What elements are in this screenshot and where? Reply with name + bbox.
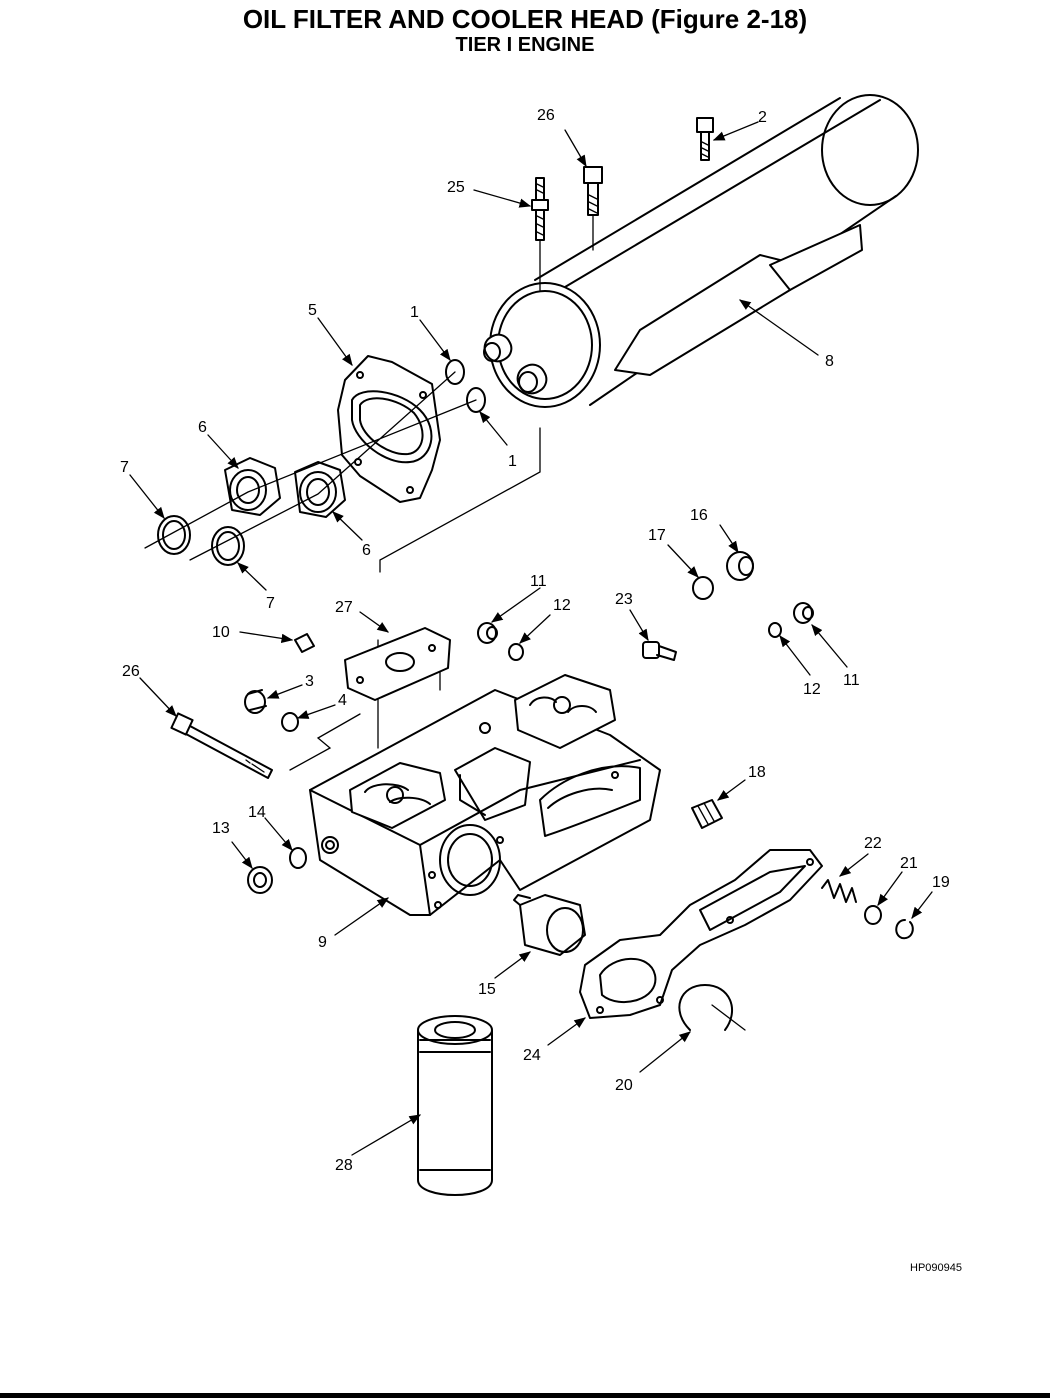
- bolt-2: [696, 117, 714, 161]
- callout-label: 20: [615, 1077, 633, 1094]
- adapter-6-right: [294, 461, 346, 518]
- washer-12-right: [768, 622, 782, 638]
- bolt-26-upper: [583, 166, 603, 251]
- callout-label: 1: [410, 304, 419, 321]
- washer-14: [289, 847, 307, 869]
- snap-ring-20: [678, 984, 734, 1031]
- bolt-23: [642, 641, 677, 661]
- gasket-27: [344, 627, 451, 701]
- bolt-26-lower: [170, 712, 273, 779]
- callout-label: 27: [335, 599, 353, 616]
- page-title: OIL FILTER AND COOLER HEAD (Figure 2-18): [242, 4, 808, 34]
- insert-18: [691, 799, 723, 829]
- plug-11-upper: [477, 622, 498, 644]
- callout-label: 11: [843, 672, 860, 689]
- oil-filter-28: [417, 1015, 493, 1196]
- callout-label: 7: [266, 595, 275, 612]
- washer-4: [281, 712, 299, 732]
- callout-label: 8: [825, 353, 834, 370]
- callout-label: 26: [537, 107, 555, 124]
- plug-11-right: [793, 602, 814, 624]
- callout-label: 5: [308, 302, 317, 319]
- callout-label: 2: [758, 109, 767, 126]
- cooler-head-housing-9: [309, 674, 661, 916]
- callout-label: 12: [553, 597, 571, 614]
- plug-3: [244, 689, 267, 714]
- bottom-rule: [0, 1393, 1050, 1398]
- callout-label: 26: [122, 663, 140, 680]
- plug-13: [247, 866, 273, 894]
- o-ring-1-upper: [445, 359, 465, 385]
- washer-12-upper: [508, 643, 524, 661]
- callout-label: 6: [362, 542, 371, 559]
- page-subtitle: TIER I ENGINE: [455, 34, 595, 56]
- retaining-ring-19: [895, 919, 914, 940]
- callout-label: 28: [335, 1157, 353, 1174]
- plug-16: [726, 551, 754, 581]
- callout-label: 9: [318, 934, 327, 951]
- callout-label: 14: [248, 804, 266, 821]
- plug-10: [294, 633, 315, 653]
- callout-label: 15: [478, 981, 496, 998]
- cooler-gasket-5: [337, 355, 441, 503]
- callout-label: 11: [530, 573, 547, 590]
- callout-label: 17: [648, 527, 666, 544]
- o-ring-1-lower: [466, 387, 486, 413]
- callout-label: 10: [212, 624, 230, 641]
- callout-label: 16: [690, 507, 708, 524]
- valve-15: [513, 894, 586, 956]
- washer-17: [692, 576, 714, 600]
- leader-arrows: [129, 121, 933, 1156]
- callout-label: 7: [120, 459, 129, 476]
- oil-cooler: [483, 94, 919, 408]
- callout-label: 3: [305, 673, 314, 690]
- gasket-24: [579, 849, 823, 1019]
- callout-label: 18: [748, 764, 766, 781]
- adapter-6-left: [224, 457, 281, 516]
- stud-25: [531, 177, 549, 291]
- callout-label: 13: [212, 820, 230, 837]
- washer-21: [864, 905, 882, 925]
- callout-label: 23: [615, 591, 633, 608]
- spring-22: [821, 879, 857, 903]
- callout-label: 21: [900, 855, 918, 872]
- figure-id: HP090945: [910, 1262, 962, 1274]
- seal-ring-7-left: [157, 515, 191, 555]
- callout-label: 22: [864, 835, 882, 852]
- callout-label: 1: [508, 453, 517, 470]
- callout-label: 25: [447, 179, 465, 196]
- callout-label: 6: [198, 419, 207, 436]
- snap-ring-20-guide: [711, 1004, 746, 1031]
- callout-label: 4: [338, 692, 347, 709]
- callout-labels: 2 26 25 5 1 1 8 6 6 7 7 16 17 11 12 23 2…: [120, 107, 950, 1174]
- callout-label: 12: [803, 681, 821, 698]
- callout-label: 19: [932, 874, 950, 891]
- callout-label: 24: [523, 1047, 541, 1064]
